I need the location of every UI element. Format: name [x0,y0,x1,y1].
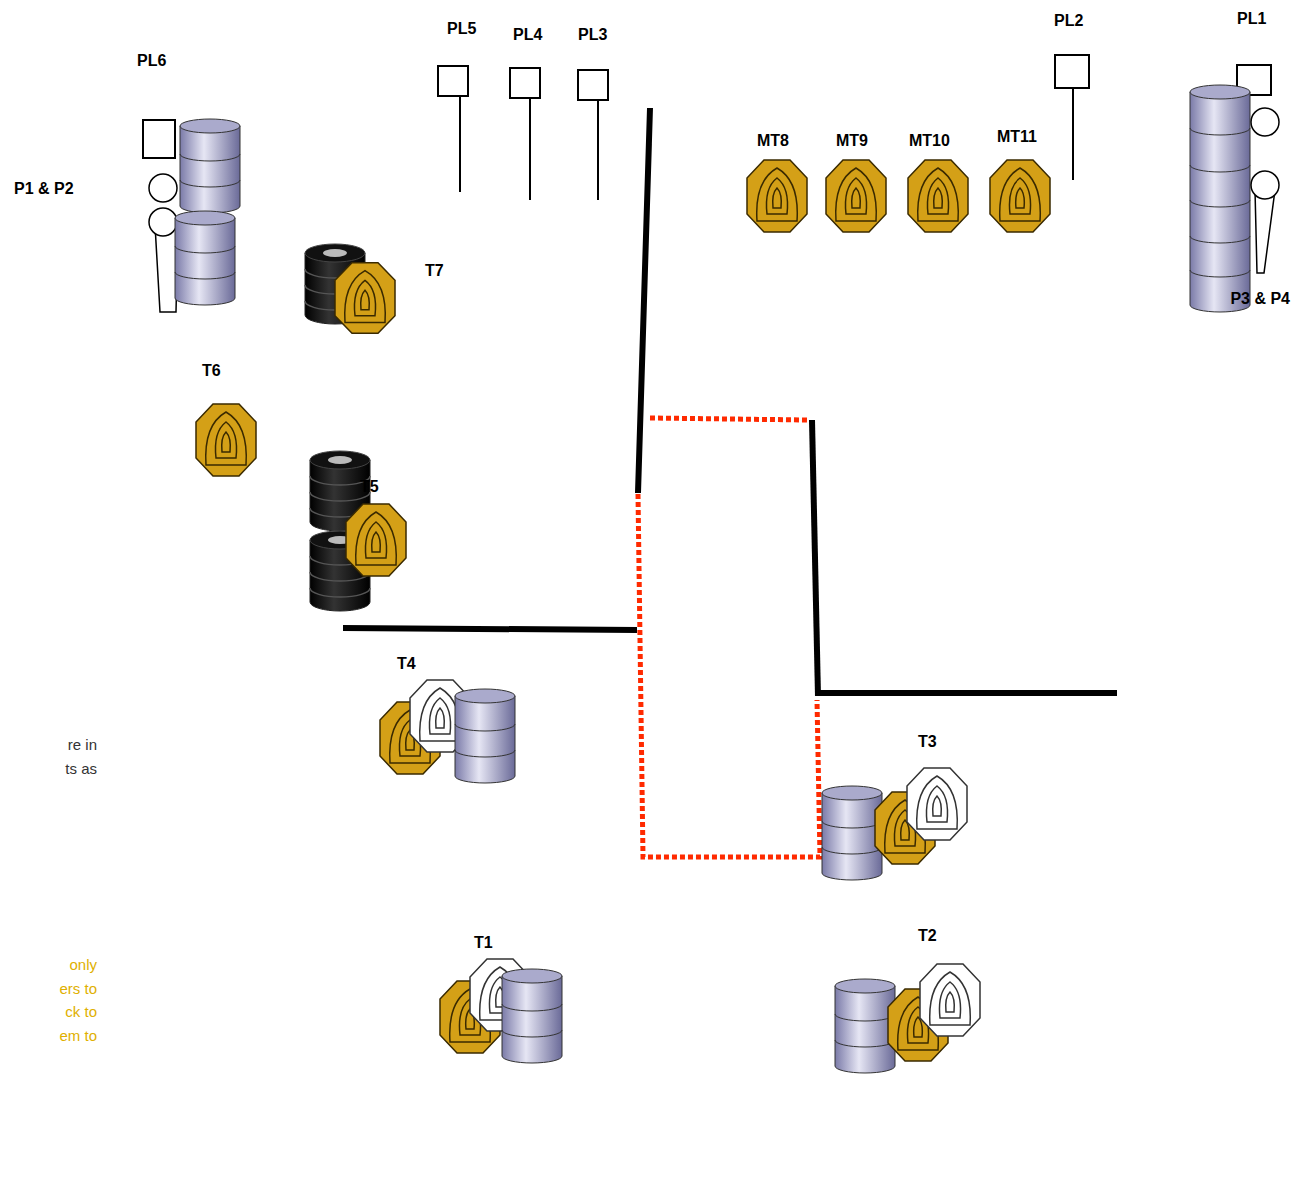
target-label: PL4 [513,26,542,44]
target-label: MT9 [836,132,868,150]
wall [343,108,1117,696]
note-text: re in [68,736,97,753]
note-text: ck to [65,1003,97,1020]
target-t1 [440,959,562,1063]
target-label: T2 [918,927,937,945]
note-text: ts as [65,760,97,777]
target-label: T3 [918,733,937,751]
target-label: T1 [474,934,493,952]
target-label: MT8 [757,132,789,150]
target-label: P1 & P2 [14,180,74,198]
fault-line-post [143,55,1271,200]
target-label: MT11 [997,128,1037,146]
target-label: PL1 [1237,10,1266,28]
target-label: PL5 [447,20,476,38]
target-label: PL2 [1054,12,1083,30]
target-label: MT10 [909,132,950,150]
shooting-area-boundary [638,418,820,857]
target-label: T7 [425,262,444,280]
target-label: T4 [397,655,416,673]
target-t2 [835,964,980,1073]
note-text: only [69,956,97,973]
target-t5 [310,451,406,611]
start-position-right [1190,85,1279,312]
target-label: PL3 [578,26,607,44]
target-t3 [822,768,967,880]
target-label: T6 [202,362,221,380]
target-label: PL6 [137,52,166,70]
target-t7 [305,244,395,333]
target-label: T5 [360,478,379,496]
target-t4 [380,680,515,783]
steel-target [747,160,1050,232]
target-label: P3 & P4 [1230,290,1290,308]
target-t6 [196,404,256,476]
note-text: em to [59,1027,97,1044]
start-position-left [149,119,240,312]
note-text: ers to [59,980,97,997]
